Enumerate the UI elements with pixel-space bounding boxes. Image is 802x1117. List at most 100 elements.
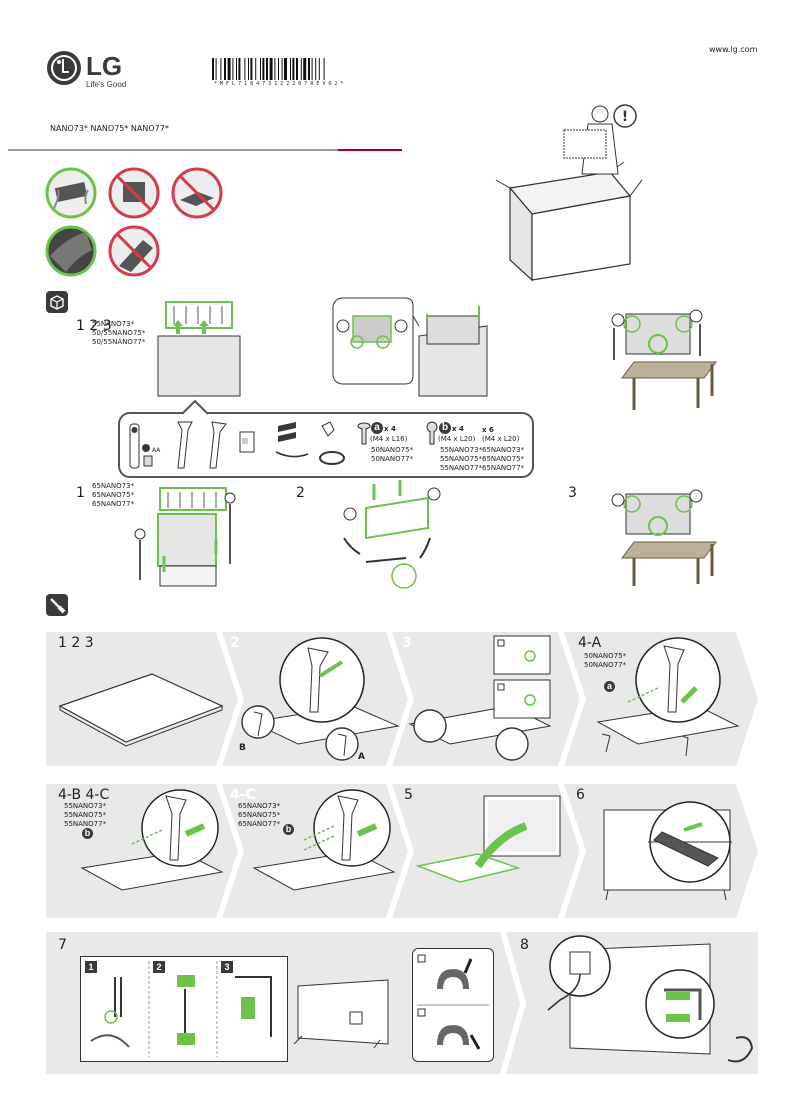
tv-stand-up-illustration [415, 795, 561, 883]
barcode-bar [255, 58, 257, 80]
box-icon [50, 295, 64, 310]
stand-lock-illustration-3 [408, 635, 552, 761]
barcode-bar [238, 58, 241, 80]
barcode-bar [269, 58, 273, 80]
no-lay-icon [171, 167, 223, 219]
battery-label: AA [152, 447, 161, 454]
barcode-bar [212, 58, 214, 80]
screw-a-spec: (M4 x L16) [370, 435, 408, 443]
unpack-group2-step2: 2 [296, 485, 305, 501]
header-rule-accent [338, 149, 402, 151]
ok-carry-icon [45, 167, 97, 219]
tv-back-cable-routing-illustration [547, 935, 754, 1063]
barcode-bar [290, 58, 291, 80]
no-hold-icon [108, 167, 160, 219]
tv-back-cable-illustration [293, 979, 389, 1049]
barcode-bar [274, 58, 276, 80]
barcode-bar [318, 58, 320, 80]
logo-tagline: Life's Good [86, 80, 127, 89]
lg-logo-icon [47, 51, 81, 85]
screw-b-icon [426, 421, 438, 445]
screw-b-badge-row2b: b [283, 824, 294, 835]
lg-logo: LG Life's Good [46, 50, 136, 92]
unpack-large-box-illustration [134, 487, 236, 587]
assembly-step-4b: 4-B 4-C [58, 787, 110, 803]
barcode-bar [311, 58, 313, 80]
clip-lock-panel [412, 948, 494, 1062]
assembly-step-4a: 4-A [578, 635, 602, 651]
parts-panel-pointer [181, 399, 209, 415]
unpack-group2-step3: 3 [568, 485, 577, 501]
barcode-bar [227, 58, 231, 80]
logo-wordmark: LG [86, 51, 123, 81]
screw-b-spec: (M4 x L20) [438, 435, 476, 443]
screw-b6-spec: (M4 x L20) [482, 435, 520, 443]
screw-a-badge-row1: a [604, 681, 615, 692]
barcode: * M F L 7 1 8 4 7 3 1 2 2 2 0 7 R E V 0 … [212, 58, 362, 90]
svg-text:!: ! [622, 109, 628, 125]
clip-lock-drawing [417, 954, 489, 1050]
screw-a-count: x 4 [384, 425, 396, 433]
screw-b-letter: b [439, 422, 451, 434]
screw-b6-count: x 6 [482, 426, 494, 434]
tv-lying-illustration [58, 673, 224, 747]
unpack-group2-step1: 1 [76, 485, 85, 501]
barcode-bar [292, 58, 295, 80]
assembly-step-123: 1 2 3 [58, 635, 94, 651]
assembly-step-4a-models: 50NANO75* 50NANO77* [584, 652, 627, 669]
barcode-bar [278, 58, 279, 80]
box-warning-illustration: ! [495, 104, 643, 282]
barcode-bar [323, 58, 325, 80]
cable-steps-drawing [90, 961, 272, 1057]
assembly-step-5: 5 [404, 787, 413, 803]
barcode-bar [303, 58, 307, 80]
cable-substep-1: 1 [85, 961, 97, 973]
stand-attach-illustration-2 [241, 637, 400, 761]
barcode-bar [224, 58, 226, 80]
cable-guide-illustration [603, 801, 732, 901]
remote-control-icon [129, 423, 153, 469]
barcode-bar [236, 58, 237, 80]
barcode-bars [212, 58, 325, 80]
cable-substep-3: 3 [221, 961, 233, 973]
handling-caution-icons [45, 167, 223, 277]
unpack-table-illustration [611, 309, 717, 410]
assembly-section-icon [46, 594, 68, 616]
cable-substep-2: 2 [153, 961, 165, 973]
ok-edge-icon [45, 225, 97, 277]
screw-b-badge-row2a: b [82, 828, 93, 839]
barcode-bar [308, 58, 310, 80]
unpack-group1-step: 1 2 3 [76, 318, 112, 334]
barcode-bar [250, 58, 253, 80]
website-url[interactable]: www.lg.com [709, 45, 758, 54]
barcode-bar [260, 58, 261, 80]
screwdriver-icon [50, 598, 66, 614]
assembly-step-7: 7 [58, 937, 67, 953]
stand-label-b: B [239, 743, 246, 753]
stand-label-a: A [358, 752, 365, 762]
unpack-carry-illustration [343, 480, 441, 589]
barcode-bar [300, 58, 302, 80]
assembly-step-6: 6 [576, 787, 585, 803]
barcode-bar [248, 58, 249, 80]
screw-b6-models: 65NANO73* 65NANO75* 65NANO77* [482, 446, 525, 472]
barcode-bar [244, 58, 246, 80]
assembly-step-2: 2 [230, 635, 240, 651]
screw-b-attach-illustration [80, 789, 224, 891]
assembly-step-4c: 4-C [230, 787, 256, 803]
unpack-section-icon [46, 291, 68, 313]
screw-b-attach-illustration-2 [252, 789, 396, 891]
cable-steps-panel: 1 2 3 [80, 956, 288, 1062]
barcode-text: * M F L 7 1 8 4 7 3 1 2 2 2 0 7 R E V 0 … [214, 81, 344, 87]
barcode-bar [266, 58, 268, 80]
screw-a-letter: a [371, 422, 383, 434]
assembly-step-4c-models: 65NANO73* 65NANO75* 65NANO77* [238, 802, 281, 828]
barcode-bar [281, 58, 283, 80]
barcode-bar [315, 58, 317, 80]
cable-parts-icons [275, 421, 345, 465]
stand-parts-icons [177, 421, 255, 469]
barcode-bar [232, 58, 234, 80]
screw-b-count: x 4 [452, 425, 464, 433]
barcode-bar [220, 58, 222, 80]
barcode-bar [262, 58, 265, 80]
